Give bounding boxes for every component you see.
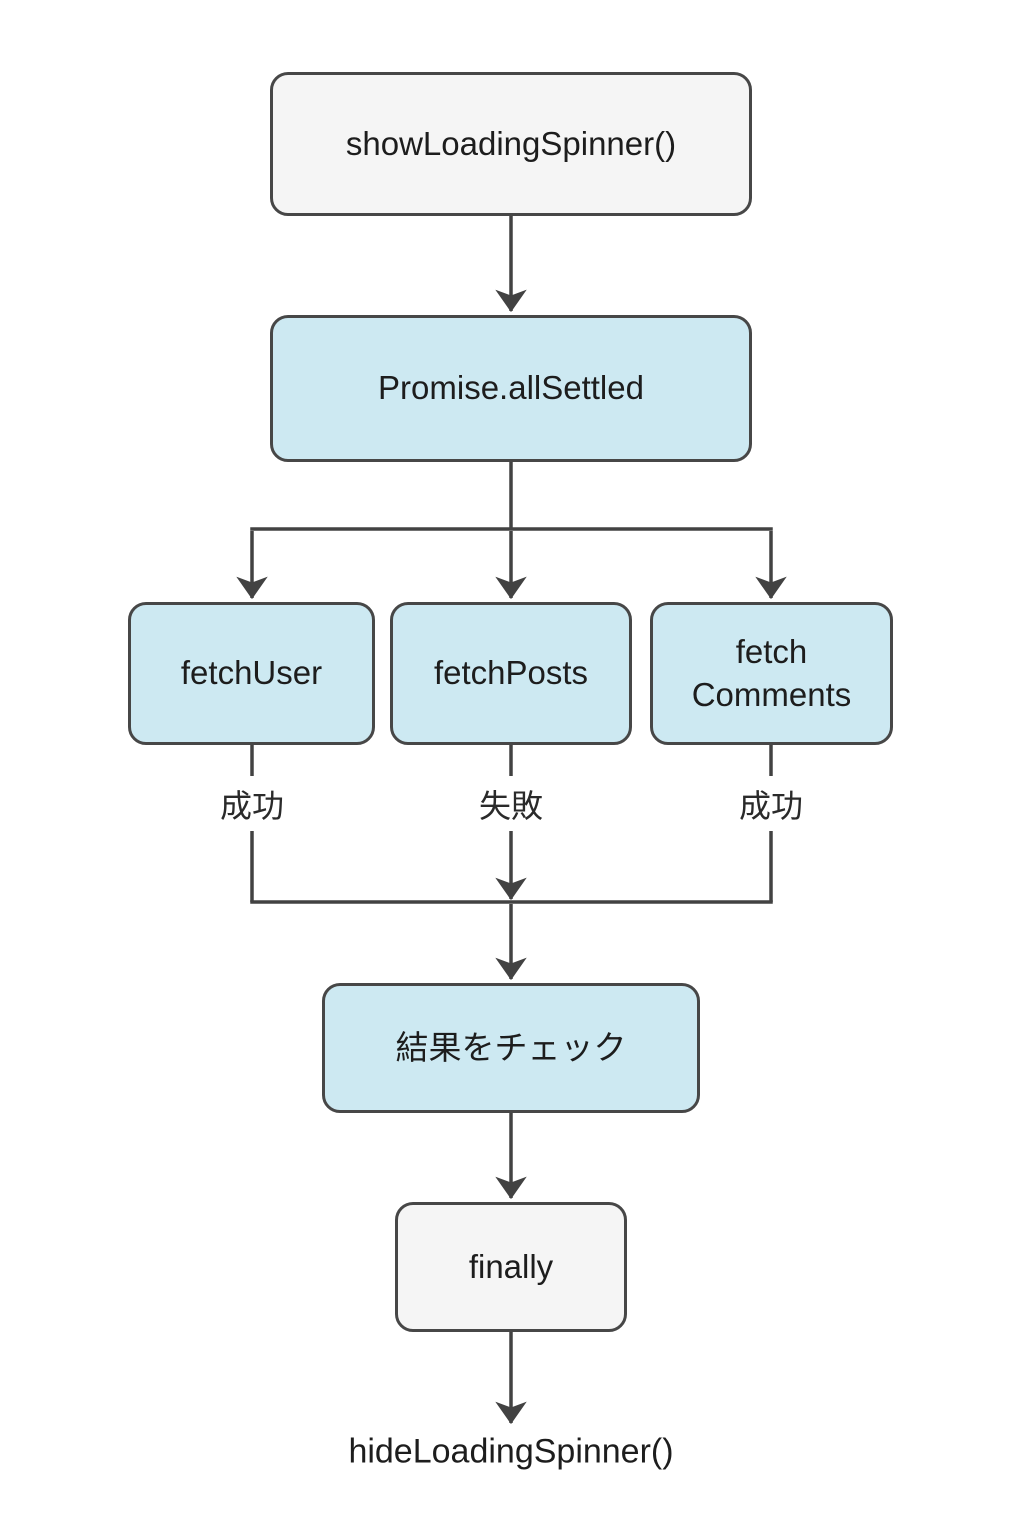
edge-label-fetch-user-result: 成功 (215, 781, 289, 827)
node-hide-loading-spinner: hideLoadingSpinner() (348, 1432, 674, 1471)
node-fetch-user-label: fetchUser (180, 654, 323, 692)
node-promise-all-settled: Promise.allSettled (270, 315, 752, 462)
edge-label-fetch-comments-result: 成功 (734, 781, 808, 827)
node-show-loading-spinner: showLoadingSpinner() (270, 72, 752, 216)
node-fetch-posts-label: fetchPosts (433, 654, 589, 692)
node-check-results-label: 結果をチェック (395, 1028, 627, 1066)
node-check-results: 結果をチェック (322, 983, 700, 1113)
node-finally: finally (395, 1202, 627, 1332)
node-promise-all-settled-label: Promise.allSettled (378, 369, 644, 407)
node-fetch-user: fetchUser (128, 602, 375, 745)
node-finally-label: finally (468, 1247, 554, 1285)
edge-label-fetch-posts-result: 失敗 (474, 781, 548, 827)
node-fetch-comments-label: fetch Comments (691, 632, 852, 713)
node-show-loading-spinner-label: showLoadingSpinner() (345, 124, 677, 162)
node-fetch-posts: fetchPosts (390, 602, 632, 745)
node-fetch-comments: fetch Comments (650, 602, 893, 745)
